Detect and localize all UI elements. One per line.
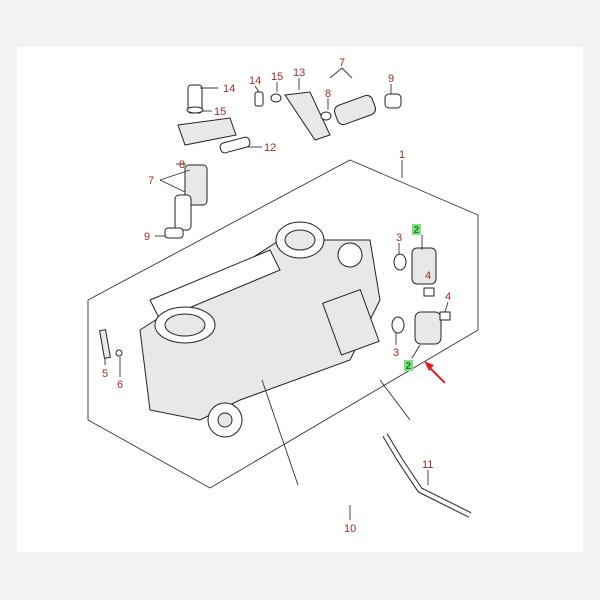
callout-5[interactable]: 5 [102,368,108,380]
hose-11 [382,433,472,518]
callout-8[interactable]: 8 [325,88,331,100]
callout-3[interactable]: 3 [396,232,402,244]
callout-15[interactable]: 15 [271,71,283,83]
callout-4[interactable]: 4 [445,291,451,303]
callout-4[interactable]: 4 [425,270,431,282]
callout-2-highlighted[interactable]: 2 [406,361,412,372]
callout-7[interactable]: 7 [148,175,154,187]
callout-11[interactable]: 11 [422,459,433,471]
callout-7[interactable]: 7 [339,57,345,69]
callout-9[interactable]: 9 [144,231,150,243]
callout-14[interactable]: 14 [249,75,261,87]
injector-assembly-left [164,84,251,239]
callout-10[interactable]: 10 [344,523,356,535]
callout-6[interactable]: 6 [117,379,123,391]
callout-1[interactable]: 1 [399,149,405,161]
callout-13[interactable]: 13 [293,67,305,79]
callout-2-highlighted[interactable]: 2 [414,225,420,236]
callout-9[interactable]: 9 [388,73,394,85]
assembly-box [87,159,479,489]
sensor-lower [391,311,451,345]
callout-3[interactable]: 3 [393,347,399,359]
callout-12[interactable]: 12 [264,142,276,154]
callout-8[interactable]: 8 [179,159,185,171]
sensor-upper [393,247,437,297]
callout-15[interactable]: 15 [214,106,226,118]
injector-assembly-top [254,91,402,141]
callout-14[interactable]: 14 [223,83,235,95]
highlight-arrow [424,361,446,384]
throttle-body [139,221,381,438]
